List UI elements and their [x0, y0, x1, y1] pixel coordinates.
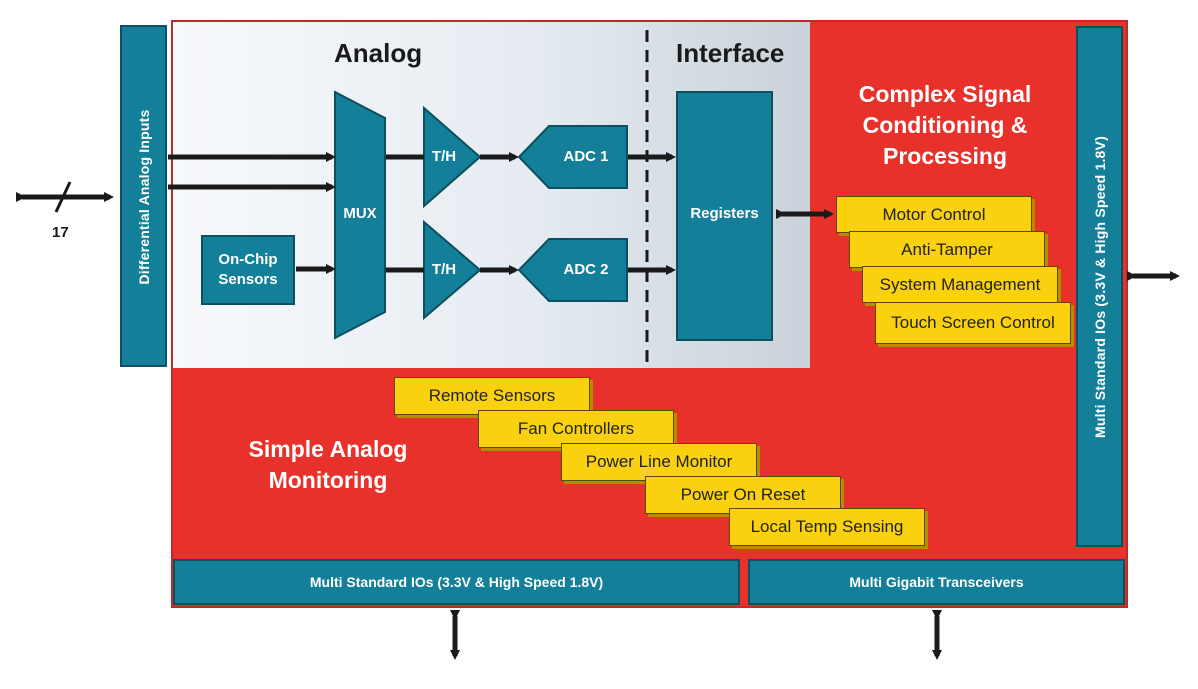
differential-analog-inputs-bar: Differential Analog Inputs [120, 25, 167, 367]
chip-fan-controllers: Fan Controllers [478, 410, 674, 448]
multi-gigabit-transceivers-bar: Multi Gigabit Transceivers [748, 559, 1125, 605]
chip-system-management: System Management [862, 266, 1058, 303]
mux-label: MUX [343, 205, 377, 222]
chip-remote-sensors: Remote Sensors [394, 377, 590, 415]
chip-local-temp-sensing: Local Temp Sensing [729, 508, 925, 546]
bottom-multi-standard-io-bar: Multi Standard IOs (3.3V & High Speed 1.… [173, 559, 740, 605]
chip-power-line-monitor: Power Line Monitor [561, 443, 757, 481]
registers-label: Registers [690, 205, 759, 222]
chip-motor-control: Motor Control [836, 196, 1032, 233]
chip-power-on-reset: Power On Reset [645, 476, 841, 514]
bus-slash [54, 181, 72, 213]
bus-width-label: 17 [52, 224, 69, 241]
complex-signal-title: Complex Signal Conditioning & Processing [858, 81, 1032, 169]
adc1-block [517, 125, 628, 189]
adc2-block [517, 238, 628, 302]
right-multi-standard-io-bar: Multi Standard IOs (3.3V & High Speed 1.… [1076, 26, 1123, 547]
adc2-label: ADC 2 [563, 261, 609, 278]
registers-block: Registers [676, 91, 773, 341]
adc1-label: ADC 1 [563, 148, 609, 165]
mux-block [334, 90, 386, 340]
chip-anti-tamper: Anti-Tamper [849, 231, 1045, 268]
simple-analog-title: Simple Analog Monitoring [248, 436, 408, 493]
chip-touch-screen-control: Touch Screen Control [875, 302, 1071, 344]
analog-title: Analog [334, 38, 423, 68]
th1-label: T/H [431, 148, 457, 165]
on-chip-sensors-block: On-Chip Sensors [201, 235, 295, 305]
interface-title: Interface [676, 38, 785, 68]
th2-label: T/H [431, 261, 457, 278]
